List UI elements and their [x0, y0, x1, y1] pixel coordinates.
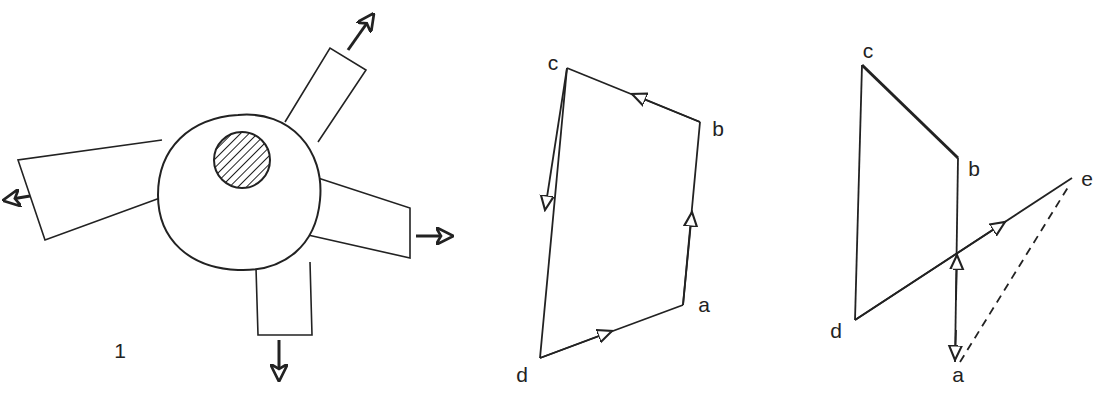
vertex-label: d — [830, 320, 842, 341]
figure-number: 1 — [114, 340, 126, 361]
vertex-label: a — [952, 364, 964, 385]
vertex-label: c — [548, 52, 559, 73]
cycle-diagram — [540, 68, 700, 358]
vertex-label: e — [1081, 168, 1093, 189]
vertex-label: b — [712, 118, 724, 139]
vertex-label: c — [863, 40, 874, 61]
cycle-diagram-modified — [855, 65, 1072, 362]
vertex-label: d — [516, 364, 528, 385]
vertex-label: b — [968, 158, 980, 179]
vertex-label: a — [698, 294, 710, 315]
nozzle-wheel — [6, 16, 450, 378]
